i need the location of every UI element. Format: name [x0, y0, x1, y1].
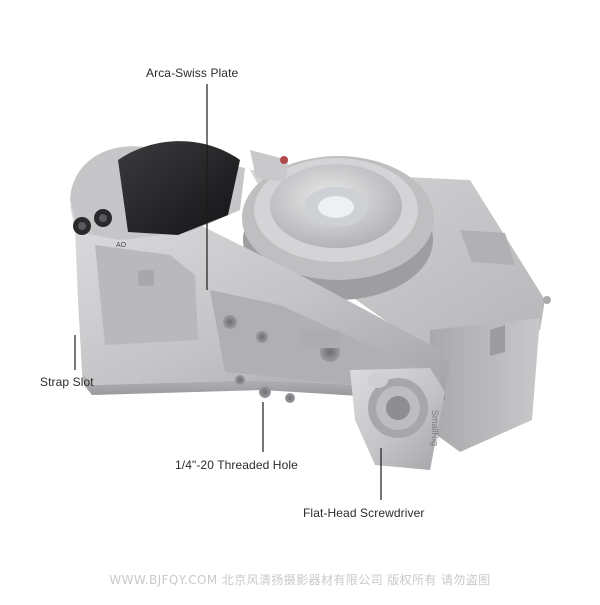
cage-engravings: SmallRig AO: [116, 242, 440, 446]
threaded-holes: [138, 270, 340, 403]
cage-code-engraving: AO: [116, 242, 127, 249]
brand-engraving: SmallRig: [430, 410, 440, 446]
callout-lines: [74, 84, 382, 500]
flat-head-screwdriver: [368, 372, 428, 438]
flat-head-screwdriver-label: Flat-Head Screwdriver: [303, 506, 425, 520]
grip-handle: [70, 141, 288, 240]
copyright-watermark: WWW.BJFQY.COM 北京风清扬摄影器材有限公司 版权所有 请勿盗图: [109, 573, 491, 587]
camera-lens: [242, 156, 434, 300]
threaded-hole-label: 1/4"-20 Threaded Hole: [175, 458, 298, 472]
strap-slot: [73, 209, 112, 235]
strap-slot-label: Strap Slot: [40, 375, 94, 389]
arca-swiss-plate-label: Arca-Swiss Plate: [146, 66, 239, 80]
